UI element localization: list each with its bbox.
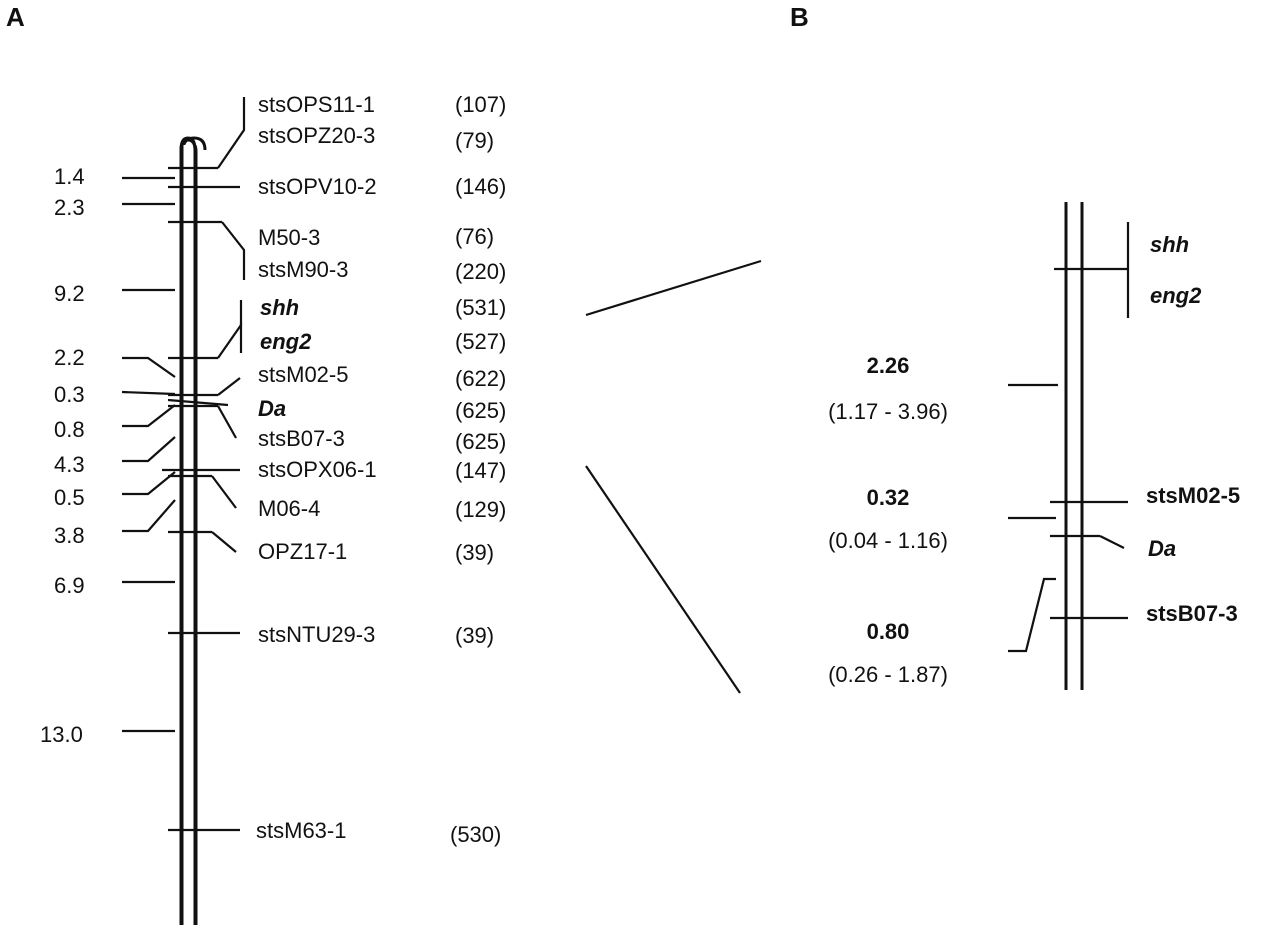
panel-b-intervals: 2.26 (1.17 - 3.96) 0.32 (0.04 - 1.16) 0.… bbox=[828, 353, 948, 687]
marker-count: (147) bbox=[455, 458, 506, 483]
marker-count: (622) bbox=[455, 366, 506, 391]
panel-b-letter: B bbox=[790, 2, 809, 32]
panel-b-ticks bbox=[1008, 222, 1130, 653]
zoom-connectors bbox=[585, 259, 762, 694]
marker-count: (39) bbox=[455, 623, 494, 648]
marker-name: eng2 bbox=[260, 329, 312, 354]
distance-label: 2.3 bbox=[54, 195, 85, 220]
marker-name: stsOPV10-2 bbox=[258, 174, 377, 199]
marker-name: stsB07-3 bbox=[258, 426, 345, 451]
panel-a-marker-counts: (107) (79) (146) (76) (220) (531) (527) … bbox=[450, 92, 506, 847]
panel-a-rails bbox=[179, 136, 197, 925]
marker-name: stsB07-3 bbox=[1146, 601, 1238, 626]
marker-name: stsOPS11-1 bbox=[258, 92, 375, 117]
dist-tick bbox=[122, 471, 176, 496]
marker-name: OPZ17-1 bbox=[258, 539, 347, 564]
marker-count: (625) bbox=[455, 398, 506, 423]
marker-name: stsM02-5 bbox=[1146, 483, 1240, 508]
interval-distance: 2.26 bbox=[867, 353, 910, 378]
distance-label: 4.3 bbox=[54, 452, 85, 477]
dist-tick bbox=[122, 356, 176, 378]
distance-label: 6.9 bbox=[54, 573, 85, 598]
panel-a-distances: 1.4 2.3 9.2 2.2 0.3 0.8 4.3 0.5 3.8 6.9 … bbox=[40, 164, 85, 747]
marker-count: (76) bbox=[455, 224, 494, 249]
marker-name: M06-4 bbox=[258, 496, 320, 521]
marker-name: shh bbox=[260, 295, 299, 320]
panel-a-marker-ticks bbox=[162, 97, 246, 832]
panel-b-marker-names: shh eng2 stsM02-5 Da stsB07-3 bbox=[1146, 232, 1240, 626]
marker-name: stsOPX06-1 bbox=[258, 457, 377, 482]
panel-a-distance-ticks bbox=[121, 176, 176, 733]
dist-tick bbox=[122, 436, 176, 463]
marker-name: eng2 bbox=[1150, 283, 1202, 308]
zoom-line-bottom bbox=[585, 465, 741, 694]
distance-label: 0.8 bbox=[54, 417, 85, 442]
distance-label: 3.8 bbox=[54, 523, 85, 548]
distance-label: 13.0 bbox=[40, 722, 83, 747]
distance-label: 2.2 bbox=[54, 345, 85, 370]
dist-tick bbox=[122, 404, 176, 428]
marker-name: stsM90-3 bbox=[258, 257, 348, 282]
marker-count: (129) bbox=[455, 497, 506, 522]
marker-name: stsM02-5 bbox=[258, 362, 348, 387]
marker-name: Da bbox=[258, 396, 286, 421]
marker-count: (527) bbox=[455, 329, 506, 354]
interval-range: (1.17 - 3.96) bbox=[828, 399, 948, 424]
marker-count: (146) bbox=[455, 174, 506, 199]
interval-range: (0.04 - 1.16) bbox=[828, 528, 948, 553]
panel-a-marker-names: stsOPS11-1 stsOPZ20-3 stsOPV10-2 M50-3 s… bbox=[256, 92, 377, 843]
interval-distance: 0.80 bbox=[867, 619, 910, 644]
marker-count: (625) bbox=[455, 429, 506, 454]
interval-distance: 0.32 bbox=[867, 485, 910, 510]
marker-count: (220) bbox=[455, 259, 506, 284]
distance-label: 0.5 bbox=[54, 485, 85, 510]
marker-name: Da bbox=[1148, 536, 1176, 561]
marker-count: (39) bbox=[455, 540, 494, 565]
panel-a-letter: A bbox=[6, 2, 25, 32]
marker-name: stsNTU29-3 bbox=[258, 622, 375, 647]
interval-range: (0.26 - 1.87) bbox=[828, 662, 948, 687]
dist-tick bbox=[121, 390, 176, 396]
marker-count: (530) bbox=[450, 822, 501, 847]
marker-name: shh bbox=[1150, 232, 1189, 257]
zoom-line-top bbox=[585, 259, 762, 317]
marker-count: (107) bbox=[455, 92, 506, 117]
marker-count: (79) bbox=[455, 128, 494, 153]
distance-label: 1.4 bbox=[54, 164, 85, 189]
marker-name: M50-3 bbox=[258, 225, 320, 250]
dist-tick bbox=[122, 499, 176, 533]
marker-name: stsOPZ20-3 bbox=[258, 123, 375, 148]
panel-b-chromosome bbox=[1064, 202, 1084, 690]
distance-label: 0.3 bbox=[54, 382, 85, 407]
distance-label: 9.2 bbox=[54, 281, 85, 306]
marker-name: stsM63-1 bbox=[256, 818, 346, 843]
marker-count: (531) bbox=[455, 295, 506, 320]
